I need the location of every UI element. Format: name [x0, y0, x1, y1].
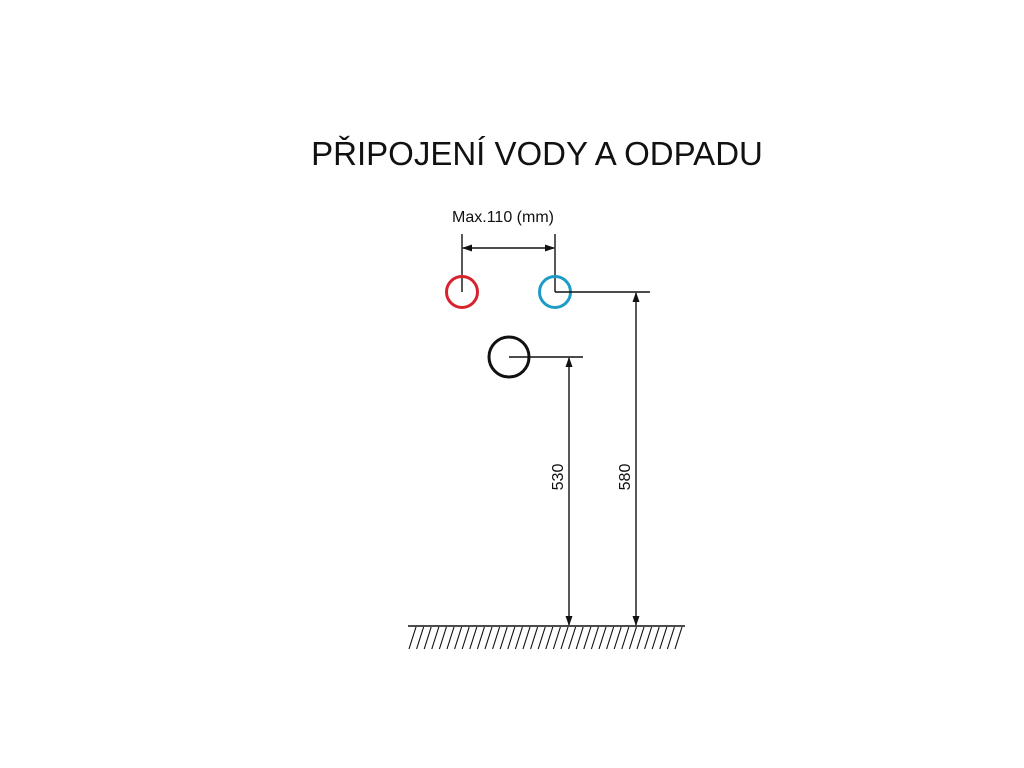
floor-hatch-mark [674, 626, 683, 650]
floor-hatch-mark [454, 626, 463, 650]
floor-hatching [408, 626, 683, 650]
floor-hatch-mark [606, 626, 615, 650]
floor-hatch-mark [461, 626, 470, 650]
floor-hatch-mark [476, 626, 485, 650]
floor-hatch-mark [446, 626, 455, 650]
spacing-dimension-label: Max.110 (mm) [452, 209, 554, 226]
floor-hatch-mark [628, 626, 637, 650]
waste-height-label: 530 [550, 464, 567, 491]
floor-hatch-mark [590, 626, 599, 650]
floor-hatch-mark [560, 626, 569, 650]
floor-hatch-mark [651, 626, 660, 650]
floor-hatch-mark [598, 626, 607, 650]
floor-hatch-mark [552, 626, 561, 650]
floor-hatch-mark [408, 626, 417, 650]
floor-hatch-mark [613, 626, 622, 650]
floor-hatch-mark [522, 626, 531, 650]
floor-hatch-mark [499, 626, 508, 650]
floor-hatch-mark [507, 626, 516, 650]
floor-hatch-mark [644, 626, 653, 650]
floor-hatch-mark [568, 626, 577, 650]
water-height-label: 580 [617, 464, 634, 491]
hot-water-connection-icon [445, 275, 479, 309]
floor-hatch-mark [666, 626, 675, 650]
floor-hatch-mark [416, 626, 425, 650]
floor-hatch-mark [492, 626, 501, 650]
floor-hatch-mark [514, 626, 523, 650]
floor-hatch-mark [530, 626, 539, 650]
floor-hatch-mark [583, 626, 592, 650]
floor-hatch-mark [621, 626, 630, 650]
floor-hatch-mark [484, 626, 493, 650]
diagram-title: PŘIPOJENÍ VODY A ODPADU [311, 135, 763, 172]
floor-hatch-mark [545, 626, 554, 650]
floor-hatch-mark [659, 626, 668, 650]
floor-hatch-mark [469, 626, 478, 650]
floor-hatch-mark [438, 626, 447, 650]
floor-hatch-mark [431, 626, 440, 650]
floor-hatch-mark [575, 626, 584, 650]
floor-hatch-mark [537, 626, 546, 650]
floor-hatch-mark [423, 626, 432, 650]
floor-hatch-mark [636, 626, 645, 650]
